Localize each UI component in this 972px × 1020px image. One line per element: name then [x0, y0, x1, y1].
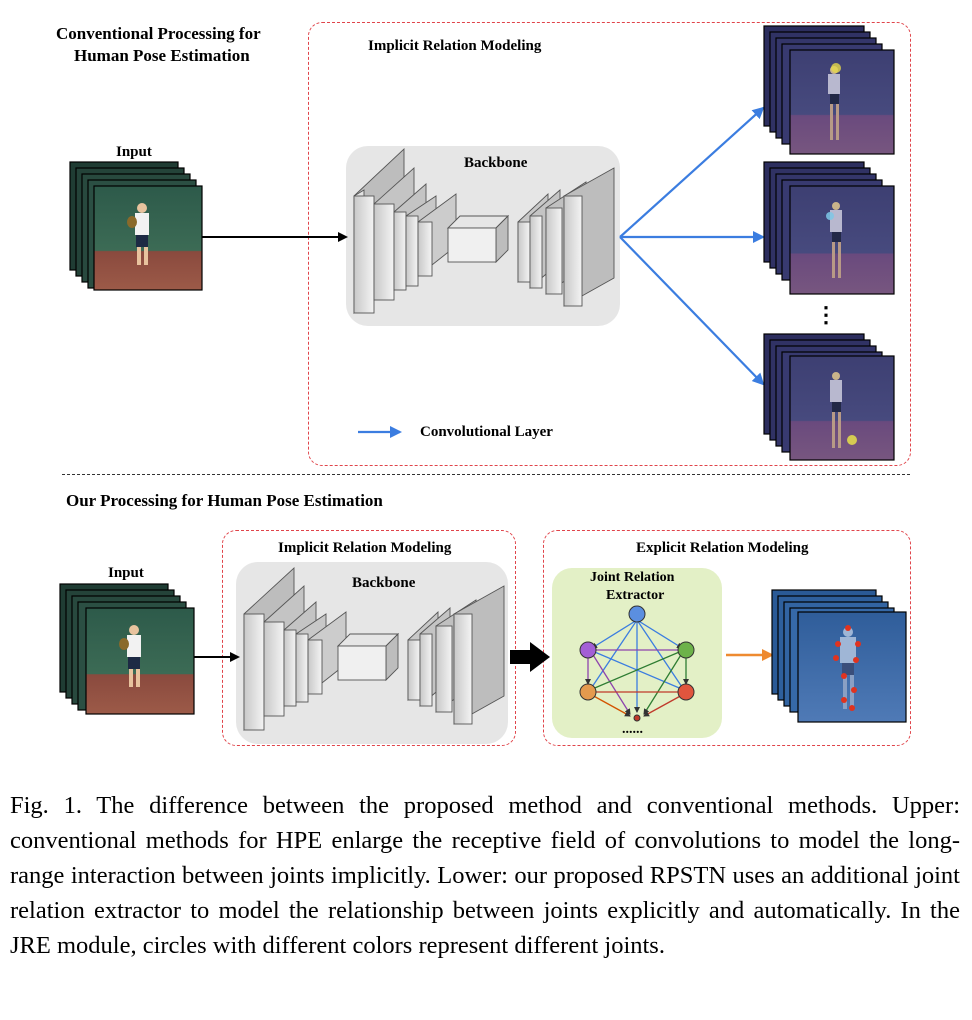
lower-backbone-label: Backbone	[352, 575, 416, 591]
upper-implicit-title: Implicit Relation Modeling	[368, 38, 542, 54]
heatmap-stack-2	[763, 161, 895, 295]
joint-node-right-lower	[677, 683, 695, 701]
lower-backbone-layers	[243, 566, 505, 732]
upper-implicit-box	[308, 22, 911, 466]
upper-input-label: Input	[116, 144, 152, 160]
lower-input-label: Input	[108, 565, 144, 581]
heatmap-stack-3	[763, 333, 895, 461]
legend-label: Convolutional Layer	[420, 424, 553, 440]
lower-implicit-title: Implicit Relation Modeling	[278, 540, 452, 556]
joint-node-left-lower	[579, 683, 597, 701]
joint-node-bottom	[633, 714, 641, 722]
figure-caption: Fig. 1. The difference between the propo…	[10, 788, 960, 963]
lower-output-stack	[771, 589, 907, 723]
upper-heading-line2: Human Pose Estimation	[74, 46, 250, 65]
player-figure	[127, 203, 149, 265]
jre-title-line2: Extractor	[606, 588, 665, 603]
jre-dots: ......	[622, 722, 643, 737]
upper-backbone-label: Backbone	[464, 155, 528, 171]
upper-conv-arrows	[619, 106, 765, 386]
lower-heading: Our Processing for Human Pose Estimation	[66, 491, 383, 510]
upper-ellipsis: ⋮	[815, 302, 837, 327]
joint-graph-edges	[585, 619, 689, 717]
lower-implicit-box	[222, 530, 516, 746]
upper-backbone-layers	[353, 147, 615, 315]
lower-input-stack	[59, 583, 195, 715]
section-separator	[62, 474, 910, 475]
lower-explicit-box	[543, 530, 911, 746]
jre-title-line1: Joint Relation	[590, 570, 675, 585]
implicit-to-explicit-arrow	[510, 642, 550, 672]
heatmap-stack-1	[763, 25, 895, 155]
lower-explicit-title: Explicit Relation Modeling	[636, 540, 809, 556]
joint-node-right-upper	[677, 641, 695, 659]
upper-heading-line1: Conventional Processing for	[56, 24, 261, 43]
caption-text: Fig. 1. The difference between the propo…	[10, 792, 960, 959]
joint-node-top	[628, 605, 646, 623]
upper-input-stack	[69, 161, 203, 291]
joint-graph-nodes	[579, 605, 695, 722]
joint-node-left-upper	[579, 641, 597, 659]
